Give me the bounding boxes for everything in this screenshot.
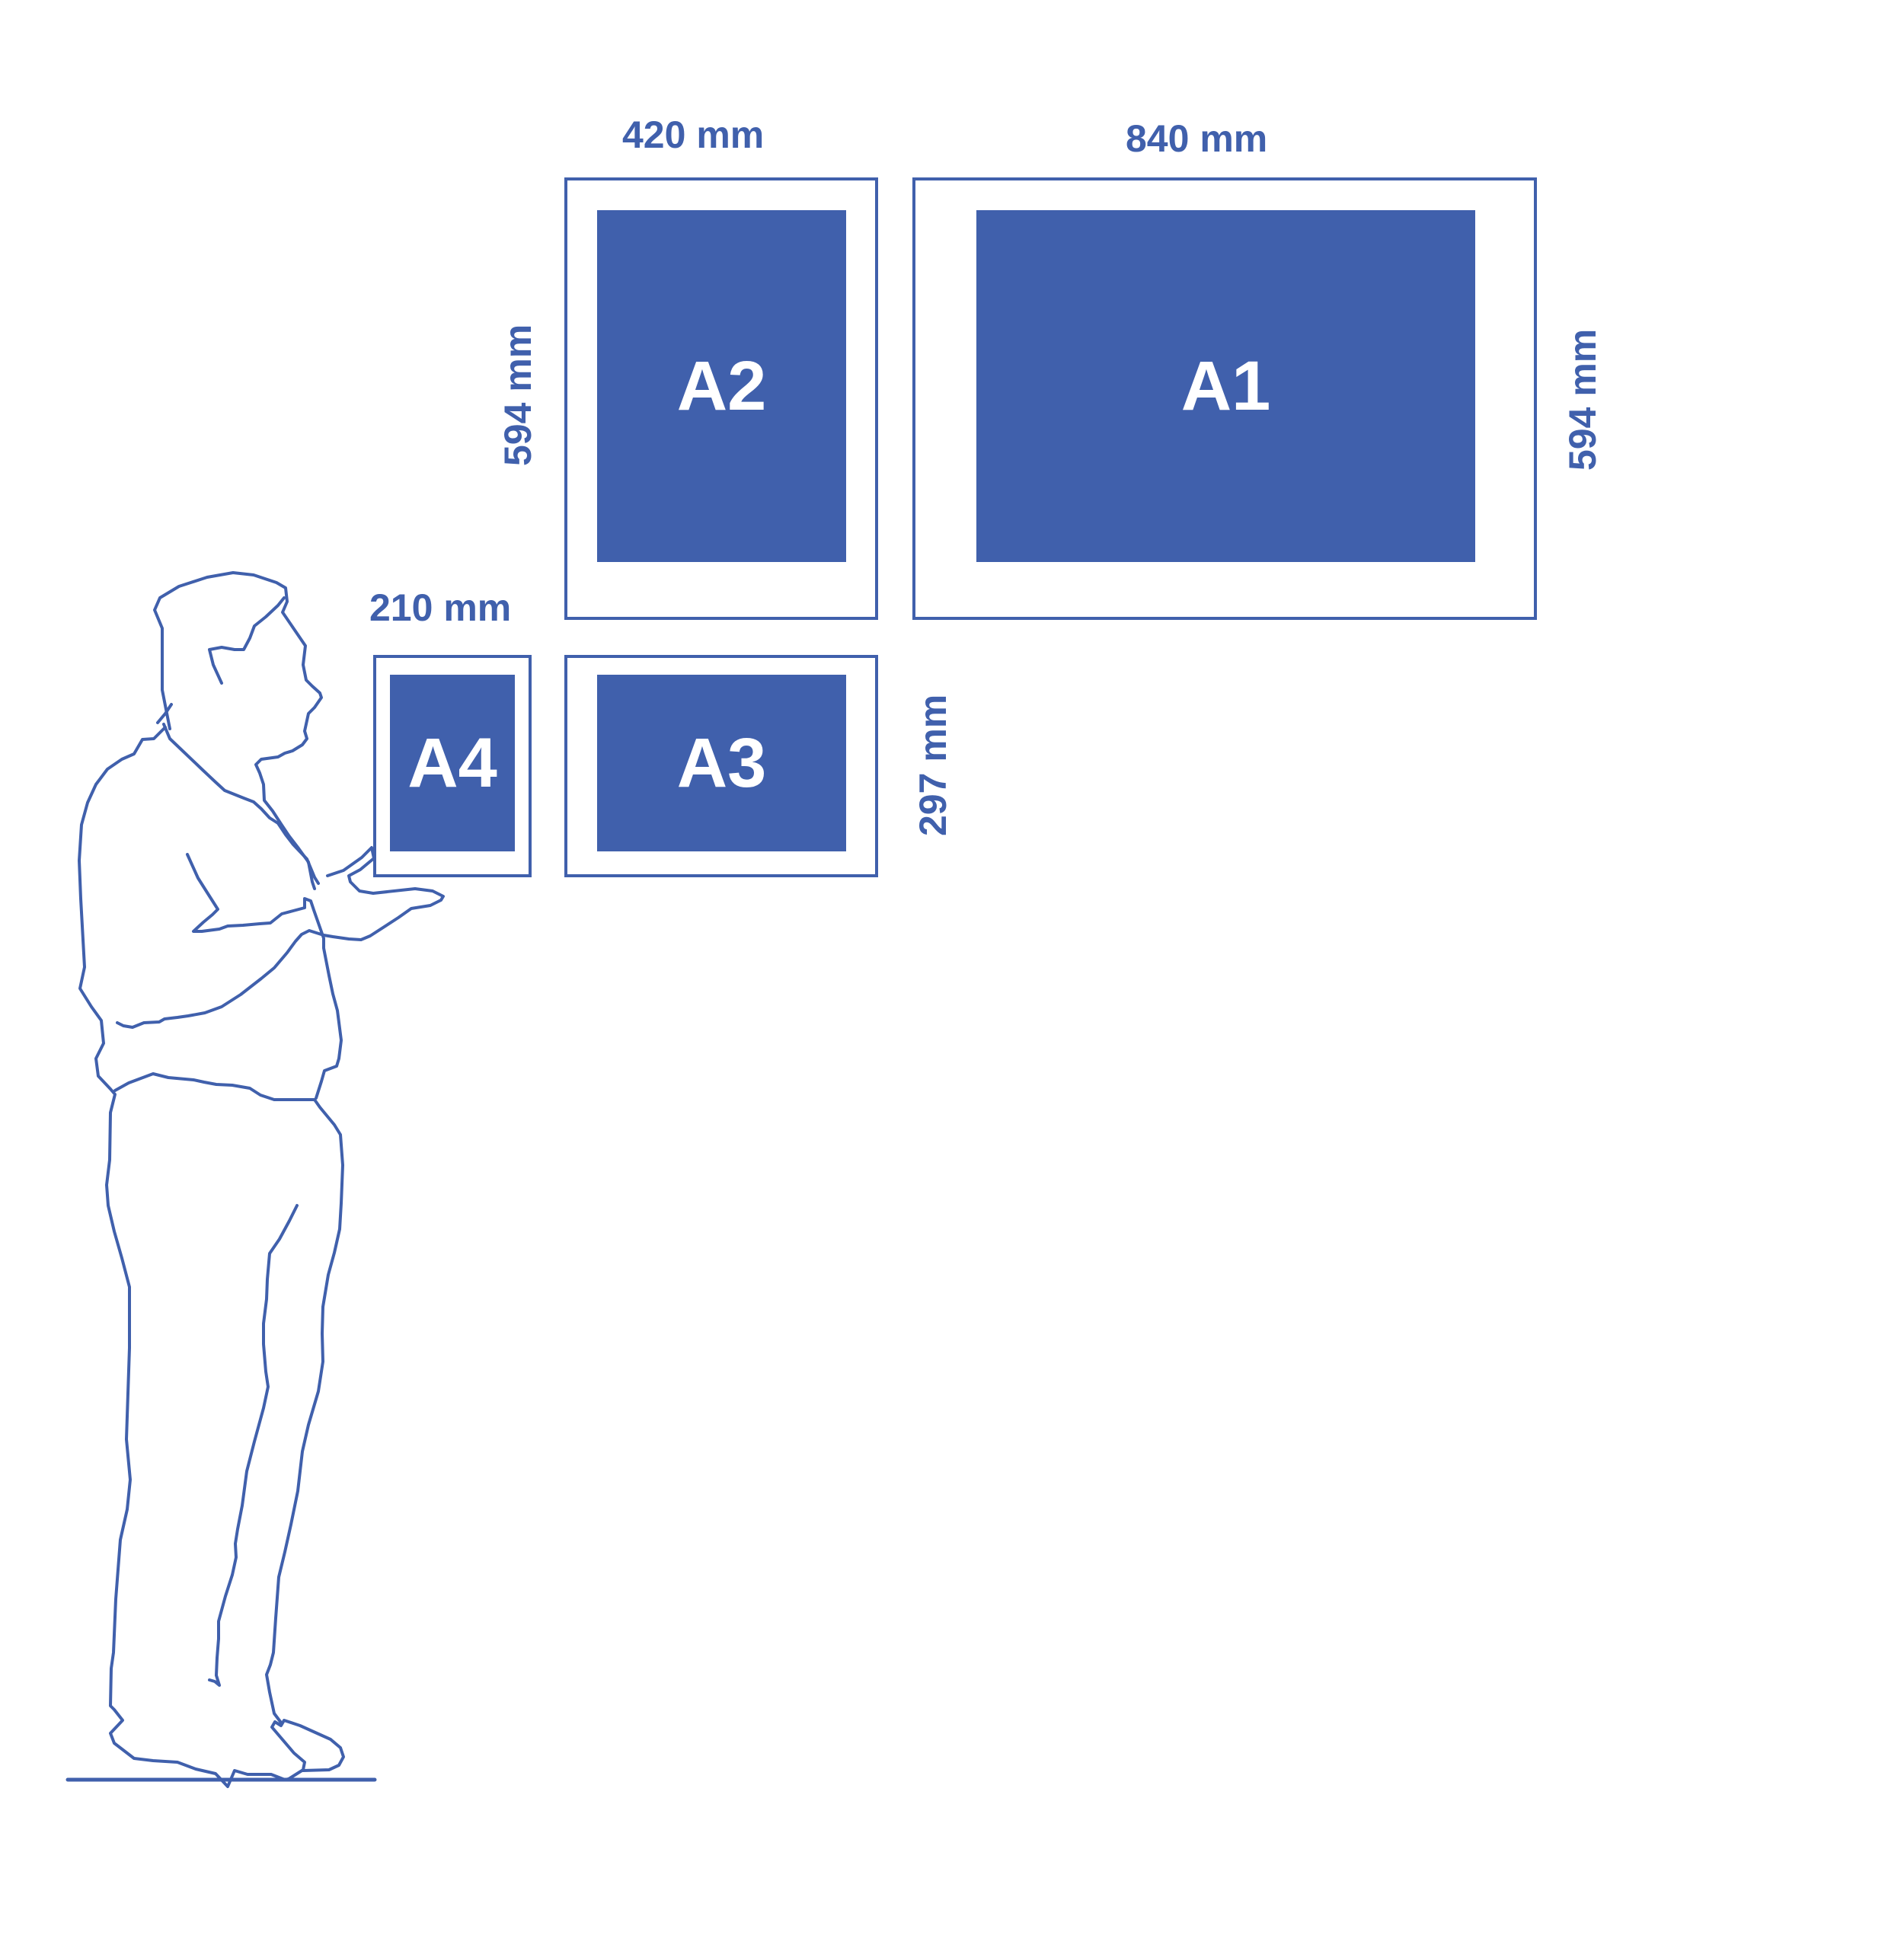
person-waist-outline: [113, 1072, 344, 1724]
person-leg-outline: [208, 1204, 299, 1687]
a1-width-dimension: 840 mm: [1126, 117, 1268, 160]
person-front-arm-outline: [116, 846, 445, 1029]
frame-a4: A4: [373, 655, 532, 877]
frame-a2: A2: [564, 177, 878, 620]
person-head-outline: [153, 571, 323, 890]
frame-a2-print: A2: [597, 210, 846, 562]
frame-a1-label: A1: [1180, 346, 1271, 425]
person-collar-outline: [156, 703, 173, 724]
frame-a2-label: A2: [676, 346, 767, 425]
frame-a1: A1: [912, 177, 1537, 620]
frame-a3-print: A3: [597, 675, 846, 851]
frame-a1-print: A1: [976, 210, 1475, 562]
person-torso-outline: [78, 726, 345, 1788]
frame-a4-label: A4: [407, 723, 497, 802]
frame-a4-print: A4: [390, 675, 515, 851]
person-hair-outline: [208, 596, 286, 685]
frame-a3: A3: [564, 655, 878, 877]
a4-width-dimension: 210 mm: [369, 586, 512, 629]
frame-a3-label: A3: [676, 723, 767, 802]
person-shoulder-outline: [162, 723, 320, 885]
a2-width-dimension: 420 mm: [622, 113, 765, 156]
person-back-arm-outline: [186, 853, 343, 1100]
